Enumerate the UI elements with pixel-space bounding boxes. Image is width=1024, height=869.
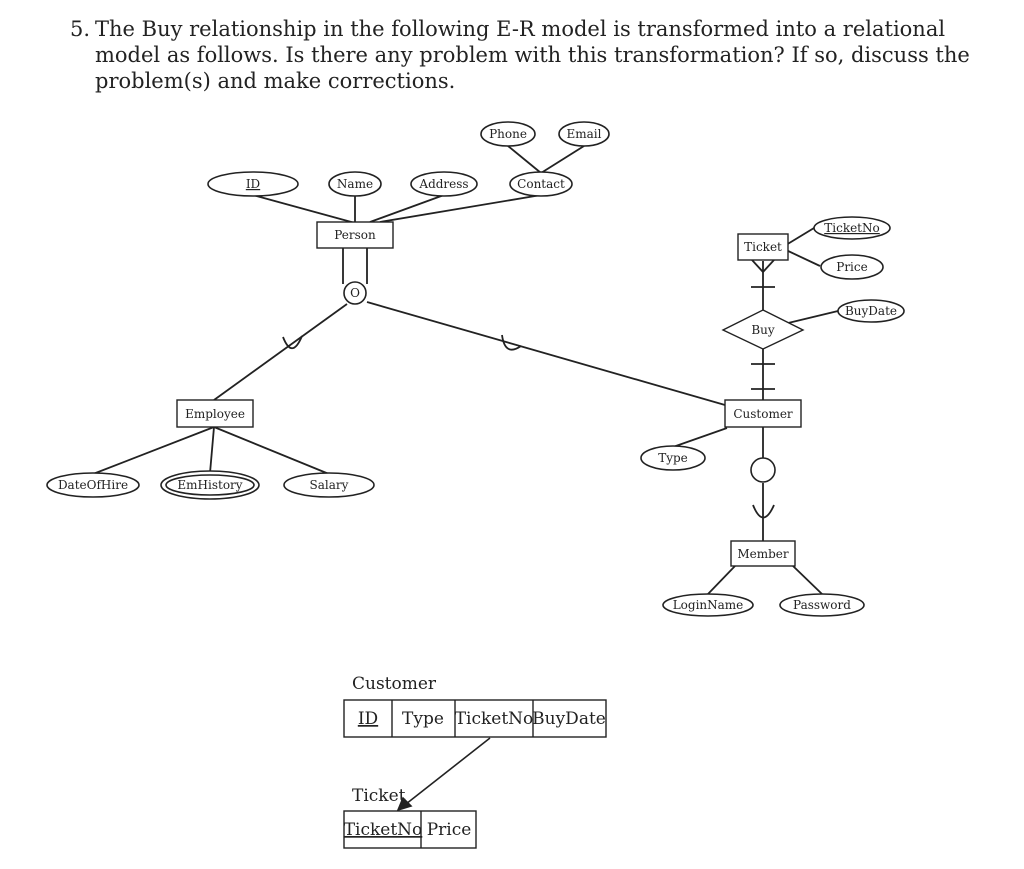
attr-contact-label: Contact (517, 177, 565, 191)
attr-name-label: Name (337, 177, 373, 191)
customer-table-name: Customer (352, 674, 437, 694)
entity-customer-label: Customer (733, 407, 793, 421)
attr-dateofhire-label: DateOfHire (58, 478, 128, 492)
entity-employee: Employee (176, 399, 254, 428)
attr-email: Email (558, 121, 610, 147)
attr-salary-label: Salary (310, 478, 349, 492)
entity-person: Person (316, 221, 394, 249)
entity-employee-label: Employee (185, 407, 245, 421)
attr-price: Price (820, 254, 884, 280)
attr-phone-label: Phone (489, 127, 527, 141)
ticket-col-price: Price (427, 820, 472, 840)
question-number: 5. (70, 17, 91, 41)
attr-price-label: Price (836, 260, 867, 274)
connector-lines (92, 145, 839, 595)
entity-ticket: Ticket (737, 233, 789, 261)
attr-loginname: LoginName (662, 593, 754, 617)
attr-ticketno: TicketNo (813, 216, 891, 240)
attr-dateofhire: DateOfHire (46, 472, 140, 498)
attr-phone: Phone (480, 121, 536, 147)
question: 5. The Buy relationship in the following… (70, 16, 970, 94)
ticket-table-name: Ticket (352, 786, 406, 806)
ticket-table (343, 810, 477, 849)
customer-table (343, 699, 607, 738)
question-text: The Buy relationship in the following E-… (95, 17, 970, 93)
entity-member: Member (730, 540, 796, 567)
relationship-buy-label: Buy (751, 323, 775, 337)
relational-model: Customer ID Type TicketNo BuyDate Ticket… (343, 674, 607, 849)
attr-password-label: Password (793, 598, 851, 612)
attr-emhistory: EmHistory (160, 470, 260, 500)
attr-ticketno-label: TicketNo (824, 221, 879, 235)
customer-col-buydate: BuyDate (532, 709, 606, 729)
foreign-key-arrow (396, 737, 491, 812)
relationship-buy: Buy (721, 309, 805, 350)
attr-address-label: Address (418, 177, 468, 191)
attr-contact: Contact (509, 171, 573, 197)
attr-id-label: ID (246, 177, 260, 191)
overlap-label: O (350, 286, 360, 300)
customer-col-type: Type (402, 709, 444, 729)
attr-emhistory-label: EmHistory (177, 478, 242, 492)
entity-customer: Customer (724, 399, 802, 428)
attr-buydate-label: BuyDate (845, 304, 897, 318)
entity-member-label: Member (737, 547, 789, 561)
attr-loginname-label: LoginName (673, 598, 744, 612)
ticket-col-ticketno: TicketNo (344, 820, 423, 840)
attr-type: Type (640, 445, 706, 471)
attr-salary: Salary (283, 472, 375, 498)
attr-password: Password (779, 593, 865, 617)
attr-id: ID (207, 171, 299, 197)
entity-ticket-label: Ticket (744, 240, 782, 254)
attr-address: Address (410, 171, 478, 197)
attr-email-label: Email (567, 127, 602, 141)
attr-type-label: Type (658, 451, 688, 465)
customer-col-ticketno: TicketNo (455, 709, 534, 729)
entity-person-label: Person (334, 228, 376, 242)
overlap-circle: O (343, 281, 367, 305)
attr-buydate: BuyDate (837, 299, 905, 323)
attr-name: Name (328, 171, 382, 197)
subtype-circle (750, 457, 776, 483)
customer-col-id: ID (358, 709, 378, 729)
